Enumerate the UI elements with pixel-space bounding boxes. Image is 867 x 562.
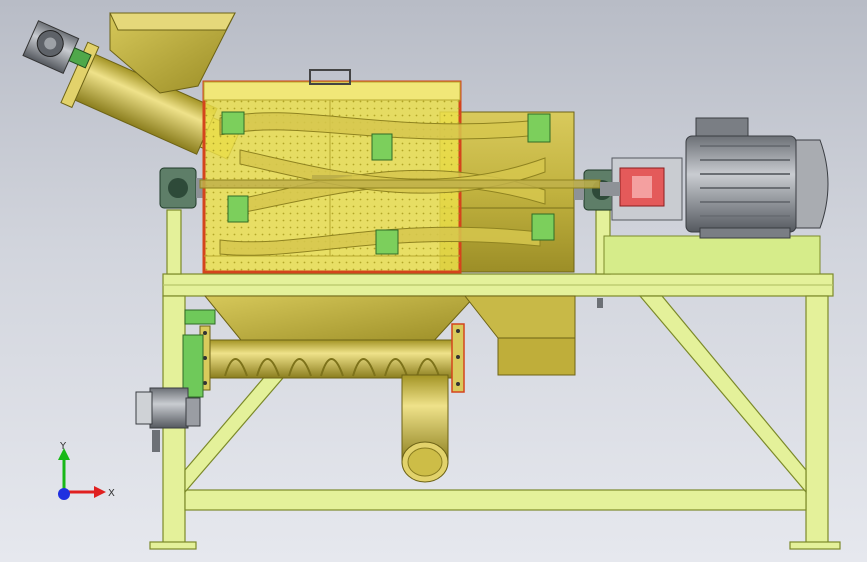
discharge-hopper [203,295,576,376]
y-axis-label: Y [59,441,67,452]
drain-plug [597,298,603,308]
motor-base [603,235,821,275]
support-frame [149,209,841,550]
orientation-triad: Y X [58,441,115,500]
left-bearing [159,167,206,209]
paddle-brackets [221,111,555,255]
screw-conveyor [199,323,465,483]
conveyor-gearmotor [135,309,216,452]
x-arrowhead-icon [94,486,106,498]
z-axis-dot [58,488,70,500]
y-arrowhead-icon [58,448,70,460]
shaft-coupling [600,157,683,221]
main-motor [685,117,829,239]
feed-motor [22,20,92,75]
x-axis-label: X [108,488,115,499]
